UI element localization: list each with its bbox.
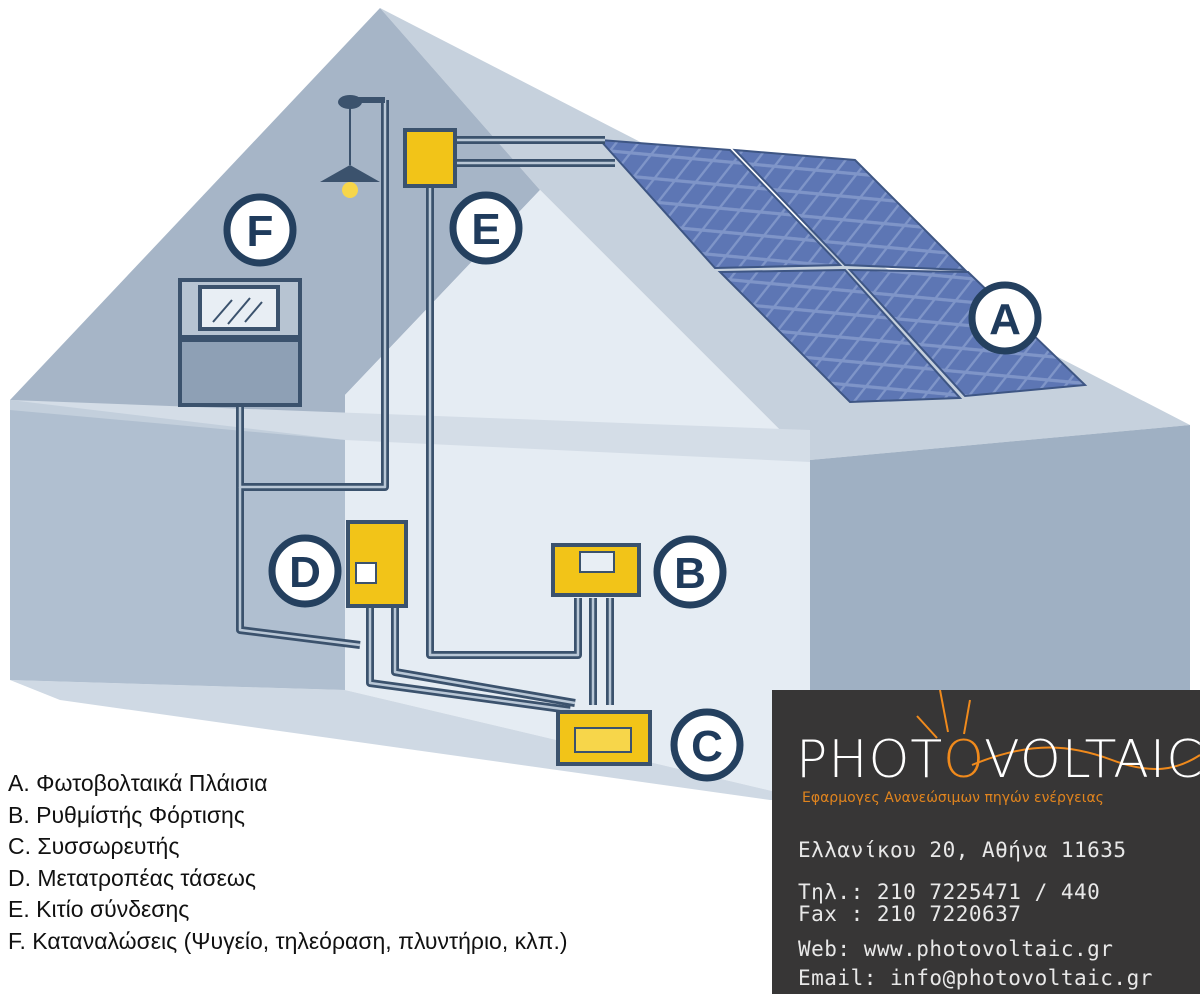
- legend-item: E. Κιτίο σύνδεσης: [8, 896, 190, 922]
- marker-label: A: [989, 295, 1021, 344]
- legend-item: D. Μετατροπέας τάσεως: [8, 864, 256, 891]
- charge-controller: [551, 543, 641, 597]
- floor: [10, 680, 810, 800]
- marker-D: D: [268, 534, 342, 608]
- email-link[interactable]: Email: info@photovoltaic.gr: [798, 966, 1153, 990]
- marker-E: E: [449, 191, 523, 265]
- ceiling-band: [10, 400, 810, 462]
- marker-F: F: [223, 193, 297, 267]
- inner-wall: [345, 190, 810, 800]
- solar-panel: [597, 138, 843, 270]
- inverter: [346, 520, 408, 608]
- solar-panel: [732, 148, 968, 272]
- marker-label: C: [691, 722, 723, 771]
- marker-label: B: [674, 549, 706, 598]
- marker-label: F: [247, 207, 274, 256]
- marker-C: C: [670, 708, 744, 782]
- marker-label: D: [289, 548, 321, 597]
- junction-box: [403, 128, 457, 188]
- fax: Fax : 210 7220637: [798, 902, 1022, 926]
- legend-item: B. Ρυθμίστής Φόρτισης: [8, 801, 245, 828]
- phone: Τηλ.: 210 7225471 / 440: [798, 880, 1101, 904]
- solar-panel: [717, 268, 963, 404]
- marker-A: A: [968, 281, 1042, 355]
- wiring: [236, 100, 615, 714]
- legend: A. Φωτοβολταικά Πλάισια B. Ρυθμίστής Φόρ…: [8, 768, 568, 957]
- legend-item: F. Καταναλώσεις (Ψυγείο, τηλεόραση, πλυν…: [8, 927, 568, 954]
- legend-item: C. Συσσωρευτής: [8, 833, 180, 859]
- company-info-box: PHOTOVOLTAIC Εφαρμογες Ανανεώσιμων πηγών…: [772, 690, 1200, 994]
- battery: [556, 710, 652, 766]
- company-logo: PHOTOVOLTAIC: [796, 730, 1200, 790]
- left-wall-front: [10, 400, 345, 690]
- sun-rays-logo-icon: [916, 690, 1200, 771]
- legend-item: A. Φωτοβολταικά Πλάισια: [8, 770, 268, 796]
- website-link[interactable]: Web: www.photovoltaic.gr: [798, 937, 1114, 961]
- address: Ελλανίκου 20, Αθήνα 11635: [798, 838, 1127, 862]
- solar-panels: [597, 138, 1088, 404]
- company-tagline: Εφαρμογες Ανανεώσιμων πηγών ενέργειας: [802, 790, 1104, 806]
- solar-panel: [847, 268, 1088, 398]
- ceiling-lamp: [320, 95, 385, 198]
- marker-B: B: [653, 535, 727, 609]
- appliance-tv: [178, 278, 302, 407]
- marker-label: E: [471, 205, 500, 254]
